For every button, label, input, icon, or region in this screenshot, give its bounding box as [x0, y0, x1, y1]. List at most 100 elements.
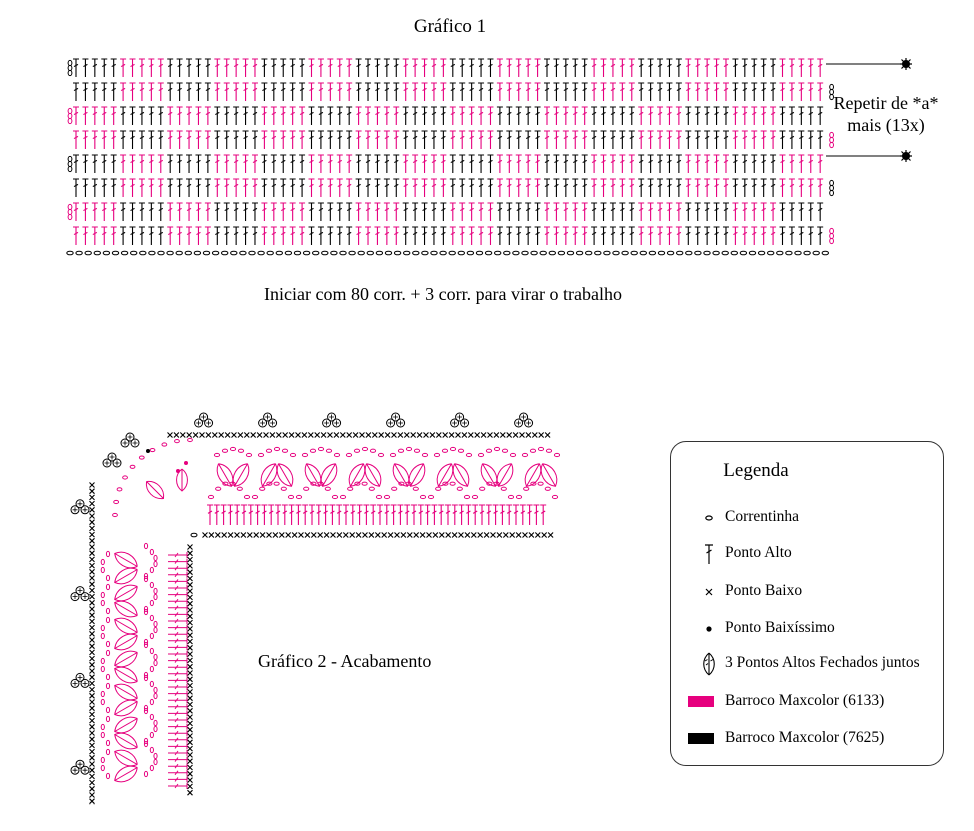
chain-stitch	[639, 250, 647, 256]
double-crochet-stitch	[572, 226, 579, 245]
double-crochet-stitch	[412, 106, 419, 125]
single-crochet-stitch	[214, 532, 221, 538]
single-crochet-stitch	[89, 674, 95, 681]
chain-stitch	[545, 448, 553, 453]
cluster-bobble	[258, 412, 278, 428]
chain-stitch	[149, 581, 154, 589]
double-crochet-stitch	[280, 178, 287, 197]
double-crochet-stitch	[581, 226, 588, 245]
double-crochet-stitch	[167, 202, 174, 221]
double-crochet-stitch	[129, 58, 136, 77]
single-crochet-stitch	[89, 568, 95, 575]
double-crochet-stitch	[148, 178, 155, 197]
single-crochet-stitch	[371, 432, 378, 438]
double-crochet-stitch	[534, 178, 541, 197]
double-crochet-stitch	[383, 130, 390, 149]
chain-stitch	[257, 250, 265, 256]
single-crochet-stitch	[187, 733, 193, 739]
chain-stitch	[100, 591, 105, 599]
double-crochet-stitch	[120, 178, 127, 197]
single-crochet-stitch	[269, 432, 276, 438]
double-crochet-stitch	[91, 178, 98, 197]
leaf-cluster	[114, 567, 138, 585]
double-crochet-stitch	[82, 106, 89, 125]
chart1-title: Gráfico 1	[413, 16, 487, 37]
chain-stitch	[187, 437, 193, 443]
single-crochet-stitch	[224, 432, 231, 438]
double-crochet-stitch	[308, 58, 315, 77]
chain-stitch	[105, 574, 111, 582]
double-crochet-stitch	[120, 58, 127, 77]
double-crochet-stitch	[572, 58, 579, 77]
double-crochet-stitch	[430, 226, 437, 245]
single-crochet-stitch	[89, 556, 95, 563]
chain-stitch	[100, 632, 105, 640]
double-crochet-stitch	[327, 130, 334, 149]
chain-stitch	[149, 614, 154, 622]
chain-stitch	[621, 250, 629, 256]
double-crochet-stitch	[459, 130, 466, 149]
double-crochet-stitch	[770, 58, 777, 77]
chain-stitch	[312, 250, 320, 256]
chain-stitch	[441, 448, 449, 453]
double-crochet-stitch	[254, 504, 261, 525]
double-crochet-stitch	[553, 154, 560, 173]
double-crochet-stitch	[195, 178, 202, 197]
cluster-bobble	[322, 412, 342, 428]
single-crochet-stitch	[89, 680, 95, 687]
single-crochet-stitch	[187, 789, 193, 796]
single-crochet-stitch	[187, 638, 193, 645]
chain-stitch-icon	[705, 515, 713, 521]
chart1-row	[67, 202, 824, 221]
single-crochet-stitch	[89, 494, 95, 501]
double-crochet-stitch	[779, 202, 786, 221]
double-crochet-stitch	[779, 226, 786, 245]
double-crochet-stitch	[741, 82, 748, 101]
chain-stitch	[161, 442, 168, 447]
double-crochet-stitch	[383, 82, 390, 101]
single-crochet-stitch	[493, 432, 500, 438]
single-crochet-stitch	[359, 432, 365, 438]
single-crochet-stitch	[89, 630, 95, 637]
double-crochet-stitch	[526, 504, 533, 525]
double-crochet-stitch	[751, 130, 758, 149]
double-crochet-stitch	[355, 130, 362, 149]
single-crochet-stitch	[187, 707, 193, 714]
double-crochet-stitch	[374, 178, 381, 197]
double-crochet-stitch	[751, 82, 758, 101]
chain-stitch	[100, 764, 105, 772]
single-crochet-stitch	[89, 761, 95, 767]
double-crochet-stitch	[760, 58, 767, 77]
double-crochet-stitch	[168, 723, 188, 730]
double-crochet-stitch	[383, 178, 390, 197]
double-crochet-stitch	[195, 106, 202, 125]
double-crochet-stitch	[666, 178, 673, 197]
double-crochet-stitch	[120, 82, 127, 101]
chain-stitch	[685, 250, 693, 256]
chain-stitch	[486, 481, 493, 486]
single-crochet-stitch	[218, 432, 225, 438]
double-crochet-stitch	[515, 58, 522, 77]
double-crochet-stitch	[168, 585, 188, 591]
double-crochet-stitch	[628, 58, 635, 77]
double-crochet-stitch	[666, 202, 673, 221]
double-crochet-stitch	[101, 202, 108, 221]
double-crochet-stitch	[101, 58, 108, 77]
double-crochet-stitch	[261, 106, 268, 125]
double-crochet-stitch	[251, 130, 258, 149]
chain-stitch	[369, 448, 377, 453]
chain-stitch	[67, 107, 73, 115]
double-crochet-stitch	[572, 82, 579, 101]
single-crochet-stitch	[89, 717, 95, 724]
chain-stitch	[657, 250, 666, 256]
chain-stitch	[84, 250, 92, 256]
chain-stitch	[153, 653, 158, 661]
double-crochet-stitch	[176, 154, 183, 173]
double-crochet-stitch	[704, 154, 711, 173]
double-crochet-stitch	[186, 82, 193, 101]
double-crochet-stitch	[465, 504, 472, 525]
double-crochet-stitch	[440, 130, 447, 149]
chain-stitch	[143, 605, 149, 613]
single-crochet-stitch	[187, 600, 193, 607]
single-crochet-stitch	[445, 532, 452, 538]
